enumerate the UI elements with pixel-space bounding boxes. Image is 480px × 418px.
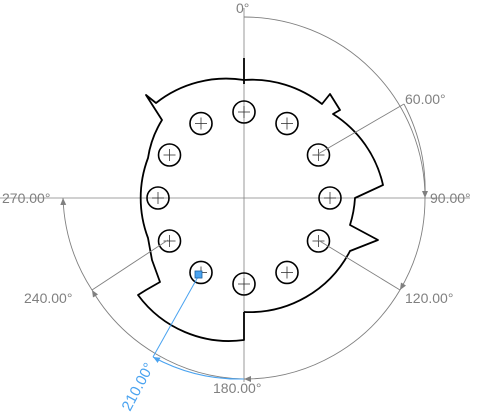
bolt-hole[interactable] xyxy=(306,143,331,167)
hole-circle[interactable] xyxy=(189,111,213,136)
angle-label-180[interactable]: 180.00° xyxy=(213,380,261,396)
bolt-hole[interactable] xyxy=(232,272,256,296)
selected-dimension-210[interactable] xyxy=(152,270,245,380)
centerlines xyxy=(0,8,470,382)
hole-circle[interactable] xyxy=(318,186,342,210)
hole-circle[interactable] xyxy=(157,229,182,253)
bolt-hole[interactable] xyxy=(232,100,256,124)
bolt-hole[interactable] xyxy=(275,260,299,285)
bolt-hole[interactable] xyxy=(157,143,182,167)
hole-circle[interactable] xyxy=(232,100,256,124)
bolt-hole[interactable] xyxy=(146,186,170,210)
bolt-hole-pattern[interactable] xyxy=(146,100,342,296)
bolt-hole[interactable] xyxy=(157,229,182,253)
angular-dimensions[interactable] xyxy=(60,16,428,383)
hole-circle[interactable] xyxy=(306,143,331,167)
hole-circle[interactable] xyxy=(157,143,182,167)
bolt-hole[interactable] xyxy=(275,111,299,136)
angle-label-0[interactable]: 0° xyxy=(236,0,249,16)
angle-label-210[interactable]: 210.00° xyxy=(119,360,158,414)
angle-label-60[interactable]: 60.00° xyxy=(405,91,446,107)
bolt-hole[interactable] xyxy=(189,111,213,136)
hole-circle[interactable] xyxy=(275,260,299,285)
hole-circle[interactable] xyxy=(306,229,331,253)
hole-circle[interactable] xyxy=(146,186,170,210)
angle-label-240[interactable]: 240.00° xyxy=(24,290,72,306)
angle-label-120[interactable]: 120.00° xyxy=(405,290,453,306)
angle-label-90[interactable]: 90.00° xyxy=(430,190,471,206)
bolt-hole[interactable] xyxy=(306,229,331,253)
selection-handle[interactable] xyxy=(194,270,203,279)
hole-circle[interactable] xyxy=(275,111,299,136)
angle-label-270[interactable]: 270.00° xyxy=(2,190,50,206)
bolt-hole[interactable] xyxy=(318,186,342,210)
hole-circle[interactable] xyxy=(232,272,256,296)
part-outline[interactable] xyxy=(137,58,384,342)
hole-circle[interactable] xyxy=(189,260,213,285)
